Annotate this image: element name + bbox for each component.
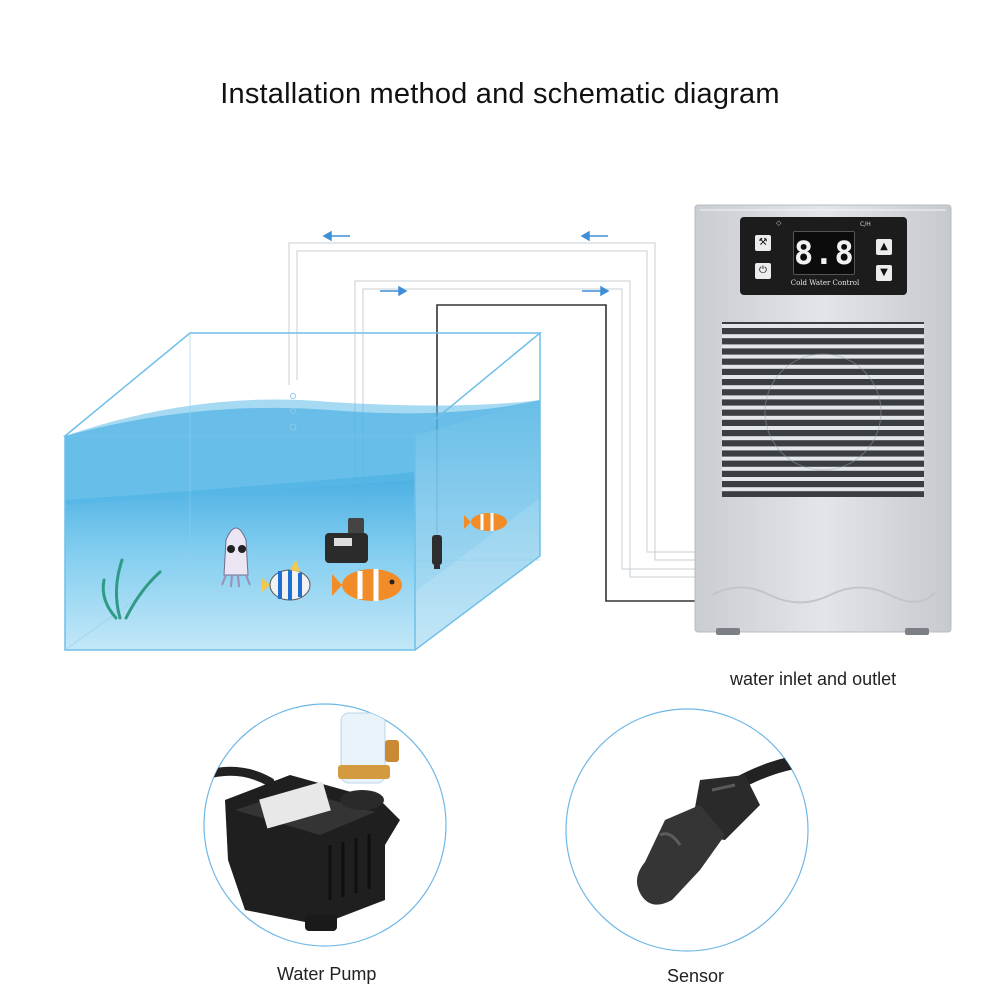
sensor-wire (436, 304, 696, 602)
pump-detail-circle (203, 703, 447, 947)
triangle-down-icon[interactable]: ▼ (876, 265, 892, 281)
chiller-control-panel: ◇ C/H ⚒ ⏻ 8.8 ▲ ▼ Cold Water Control (740, 217, 907, 295)
vent-louver (722, 385, 924, 390)
vent-louver (722, 395, 924, 400)
sensor-label: Sensor (667, 966, 725, 986)
clownfish-figure-2 (464, 513, 507, 531)
vent-louver (722, 446, 924, 451)
vent-louver (722, 334, 924, 339)
vent-louver (722, 354, 924, 359)
vent-louver (722, 364, 924, 369)
vent-louver (722, 456, 924, 461)
vent-louver (722, 466, 924, 471)
triangle-up-icon[interactable]: ▲ (876, 239, 892, 255)
vent-louver (722, 477, 924, 481)
flow-arrow-left-2 (580, 230, 608, 242)
vent-louver (722, 436, 924, 441)
air-bubbles (289, 393, 297, 431)
power-icon[interactable]: ⏻ (755, 263, 771, 279)
vent-louver (722, 405, 924, 410)
panel-caption: Cold Water Control (790, 279, 860, 287)
submerged-pump (325, 518, 368, 563)
page-title: Installation method and schematic diagra… (220, 78, 780, 110)
vent-louver (722, 426, 924, 430)
flow-arrow-left-1 (322, 230, 350, 242)
vent-louver (722, 375, 924, 379)
flow-arrow-right-2 (582, 285, 610, 297)
fan-icon (764, 353, 882, 471)
angelfish-figure (262, 560, 311, 601)
inlet-outlet-label: water inlet and outlet (730, 669, 897, 689)
mode-label: C/H (860, 221, 871, 228)
seaweed (101, 558, 162, 620)
vent-louvers (722, 324, 924, 492)
clownfish-figure-1 (332, 569, 402, 601)
pump-label: Water Pump (277, 964, 377, 984)
water-chiller-unit (694, 204, 952, 635)
temperature-display: 8.8 (793, 231, 855, 275)
squid-figure (221, 527, 251, 588)
sensor-probe (432, 535, 442, 569)
sensor-detail-circle (565, 708, 809, 952)
flow-arrow-right-1 (380, 285, 408, 297)
vent-louver (722, 324, 924, 328)
wifi-icon: ◇ (776, 220, 782, 227)
wrench-icon[interactable]: ⚒ (755, 235, 771, 251)
vent-louver (722, 344, 924, 349)
vent-louver (722, 487, 924, 492)
pipe-loop-outer (288, 242, 696, 578)
vent-louver (722, 415, 924, 420)
